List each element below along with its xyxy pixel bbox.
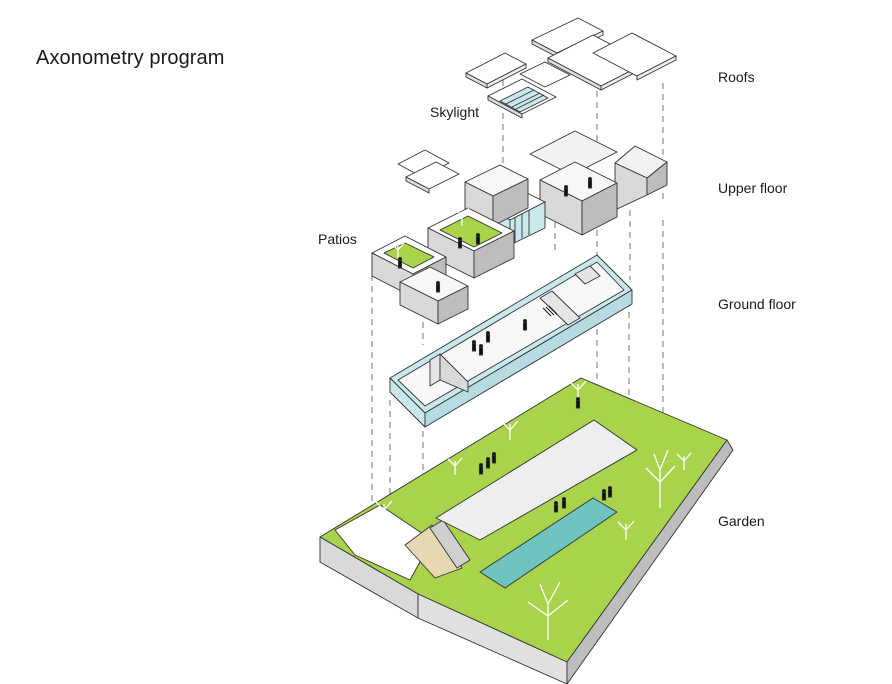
- label-patios: Patios: [318, 231, 357, 247]
- diagram-title: Axonometry program: [36, 47, 225, 69]
- ground-floor-layer: [389, 254, 633, 428]
- garden-layer: [319, 377, 734, 684]
- roofs-layer: [465, 17, 677, 119]
- label-upper-floor: Upper floor: [718, 180, 788, 196]
- skylight-glass: [499, 86, 549, 113]
- garden-trees: [375, 380, 692, 640]
- patio-trees: [391, 201, 470, 258]
- upper-floor-layer: [371, 130, 668, 325]
- label-garden: Garden: [718, 513, 765, 529]
- label-skylight: Skylight: [430, 104, 480, 120]
- label-ground-floor: Ground floor: [718, 296, 796, 312]
- label-roofs: Roofs: [718, 69, 755, 85]
